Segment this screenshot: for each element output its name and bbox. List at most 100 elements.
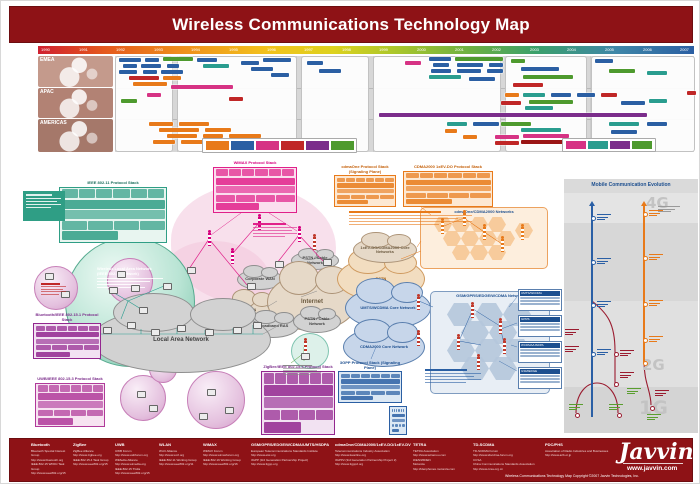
footer-org-links: Telecommunications Industry Association … [335, 448, 397, 467]
evolution-milestone-label [609, 404, 623, 412]
evolution-3gpp-line [589, 201, 594, 417]
timeline-technology-block [197, 58, 217, 62]
device-icon [131, 285, 140, 292]
evolution-milestone-label [597, 301, 611, 309]
copyright-text: Wireless Communications Technology Map C… [505, 474, 639, 478]
timeline-technology-block [163, 57, 193, 61]
footer-org-heading: GSM/GPRS/EDGE/WCDMA/UMTS/HSDPA [251, 442, 330, 447]
footer-org-heading: WiMAX [203, 442, 217, 447]
timeline-technology-block [205, 128, 231, 132]
timeline-technology-block [241, 61, 259, 65]
timeline-technology-block [495, 141, 519, 145]
evolution-band-4g [564, 193, 698, 223]
timeline-technology-block [203, 134, 223, 138]
timeline-technology-block [319, 69, 341, 73]
timeline-technology-block [379, 113, 647, 117]
annotation-text-block [349, 211, 477, 237]
evolution-milestone-label [597, 214, 611, 222]
timeline-technology-block [143, 70, 157, 74]
annotation-text-block [41, 283, 67, 295]
protocol-stack: UWB/IEEE 802.15.3 Protocol Stack [35, 376, 105, 427]
footer-org-links: Association of Radio Industries and Busi… [545, 448, 609, 458]
legend-swatch [587, 140, 609, 150]
region-label: APAC [40, 89, 54, 95]
radio-tower-icon [521, 224, 524, 240]
network-cloud-label: Internet [300, 298, 323, 305]
footer-org-links: TETRA Association http://www.tetramou.co… [413, 448, 456, 471]
timeline-year-label: 2005 [605, 47, 614, 52]
timeline-technology-block [473, 122, 499, 126]
timeline-year-label: 1996 [267, 47, 276, 52]
technology-spec-heading: UMTS/WCDMA [520, 291, 560, 296]
wlan-title: Wireless Local Area Network [97, 266, 152, 271]
timeline-technology-block [601, 93, 617, 97]
timeline-technology-block [161, 70, 183, 74]
evolution-milestone-dot [614, 352, 619, 357]
network-cloud: 1xEV-DO/CDMA2000 Core Networks [353, 232, 417, 263]
timeline-technology-block [181, 140, 211, 144]
evolution-milestone-dot [643, 361, 648, 366]
footer-org-column: TD-SCDMA TD-SCDMA Forum http://www.tdscd… [473, 442, 541, 471]
timeline-technology-block [129, 76, 159, 80]
technology-spec-box: GPRS [518, 315, 562, 337]
timeline-technology-block [647, 122, 667, 126]
timeline-technology-block [123, 64, 137, 68]
protocol-stack-title: cdmaOne Protocol Stack (Signaling Plane) [341, 164, 389, 174]
network-cloud-label: PSTN [373, 276, 390, 281]
evolution-milestone-label [647, 414, 661, 422]
timeline-year-label: 1998 [342, 47, 351, 52]
footer-org-column: TETRA TETRA Association http://www.tetra… [413, 442, 469, 471]
timeline-technology-block [513, 83, 543, 87]
timeline-year-label: 1990 [41, 47, 50, 52]
evolution-milestone-label [649, 210, 663, 218]
network-coverage-circle [120, 375, 166, 421]
timeline-technology-block [149, 122, 173, 126]
footer-org-column: GSM/GPRS/EDGE/WCDMA/UMTS/HSDPA European … [251, 442, 331, 467]
timeline-technology-block [167, 64, 179, 68]
javvin-logo: Javvin [619, 439, 694, 465]
footer-org-heading: TETRA [413, 442, 427, 447]
footer-org-links: WiMAX Forum http://www.wimaxforum.org IE… [203, 448, 241, 467]
timeline-year-label: 2004 [567, 47, 576, 52]
radio-tower-icon [208, 230, 211, 246]
region-label: AMERICAS [40, 120, 67, 126]
timeline-technology-block [179, 122, 209, 126]
device-icon [117, 271, 126, 278]
evolution-milestone-dot [591, 303, 596, 308]
timeline-technology-block [649, 99, 667, 103]
network-cloud-label: PSTN / Cable Network [304, 316, 330, 326]
device-icon [233, 327, 242, 334]
network-cloud-label: CDMA2000 Core Network [359, 343, 408, 349]
protocol-stack: cdmaOne Protocol Stack (Signaling Plane) [334, 164, 396, 207]
header-banner: Wireless Communications Technology Map [9, 6, 693, 43]
technology-spec-box: GSM/EDGE [518, 367, 562, 389]
evolution-milestone-dot [643, 212, 648, 217]
footer-org-heading: cdmaOne/CDMA2000/1xEV-DO/1xEV-DV [335, 442, 411, 447]
timeline-year-label: 1993 [154, 47, 163, 52]
radio-tower-icon [313, 234, 316, 250]
timeline-technology-block [551, 93, 571, 97]
evolution-milestone-label [620, 350, 634, 358]
device-icon [247, 283, 256, 290]
evolution-milestone-dot [643, 338, 648, 343]
protocol-stack-title: WiMAX Protocol Stack [233, 160, 277, 165]
device-icon [45, 273, 54, 280]
timeline-technology-block [577, 93, 595, 97]
legend-swatch [565, 140, 587, 150]
timeline-technology-block [433, 63, 449, 67]
device-icon [199, 413, 208, 420]
radio-tower-icon [499, 318, 502, 334]
radio-tower-icon [471, 302, 474, 318]
device-icon [205, 329, 214, 336]
timeline-year-label: 1991 [79, 47, 88, 52]
timeline-technology-block [163, 76, 181, 80]
timeline-technology-block [521, 67, 559, 71]
timeline-technology-block [455, 57, 503, 61]
device-icon [137, 391, 146, 398]
javvin-site-link[interactable]: www.javvin.com [627, 465, 678, 472]
evolution-milestone-dot [650, 406, 655, 411]
footer-org-column: UWB UWB Forum http://www.uwbforum.org Wi… [115, 442, 157, 476]
timeline-technology-block [121, 99, 137, 103]
evolution-milestone-dot [591, 216, 596, 221]
device-icon [109, 287, 118, 294]
